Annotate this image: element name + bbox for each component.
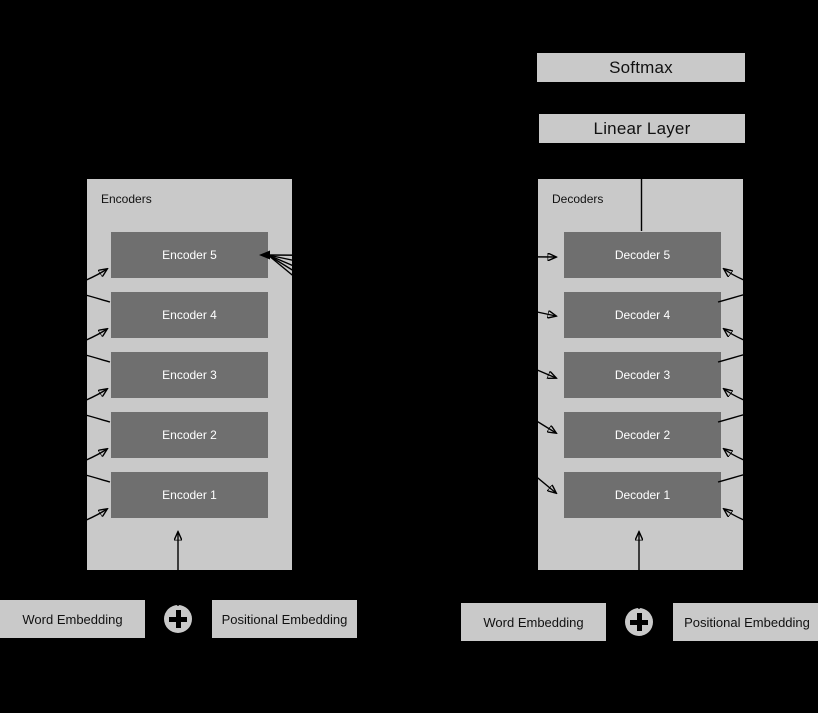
- decoder-2-label: Decoder 2: [614, 428, 671, 442]
- decoder-1-label: Decoder 1: [614, 488, 671, 502]
- encoders-group-label: Encoders: [101, 192, 152, 206]
- decoder-4-label: Decoder 4: [614, 308, 671, 322]
- encoder-5-label: Encoder 5: [162, 248, 217, 262]
- linear-layer-label: Linear Layer: [593, 118, 691, 138]
- decoder-2-block: Decoder 2: [564, 412, 721, 458]
- decoders-group-label: Decoders: [552, 192, 604, 206]
- decoder-positional-embedding-label: Positional Embedding: [684, 614, 810, 630]
- encoders-group: Encoders Encoder 5 Encoder 4 Encoder 3 E…: [87, 179, 292, 570]
- decoder-word-embedding-box: Word Embedding: [461, 603, 606, 641]
- decoder-1-block: Decoder 1: [564, 472, 721, 518]
- encoder-positional-embedding-box: Positional Embedding: [212, 600, 357, 638]
- encoder-word-embedding-label: Word Embedding: [22, 611, 123, 627]
- encoder-3-label: Encoder 3: [162, 368, 217, 382]
- encoder-2-label: Encoder 2: [162, 428, 217, 442]
- encoder-1-label: Encoder 1: [162, 488, 217, 502]
- encoder-3-block: Encoder 3: [111, 352, 268, 398]
- plus-icon: [625, 608, 653, 636]
- encoder-1-block: Encoder 1: [111, 472, 268, 518]
- decoder-3-block: Decoder 3: [564, 352, 721, 398]
- linear-layer-box: Linear Layer: [539, 114, 745, 143]
- encoder-4-block: Encoder 4: [111, 292, 268, 338]
- encoder-decoder-attention-lines: [259, 250, 556, 494]
- encoder-5-block: Encoder 5: [111, 232, 268, 278]
- encoder-positional-embedding-label: Positional Embedding: [221, 611, 348, 627]
- decoder-positional-embedding-box: Positional Embedding: [673, 603, 818, 641]
- encoder-word-embedding-box: Word Embedding: [0, 600, 145, 638]
- decoder-word-embedding-label: Word Embedding: [483, 614, 584, 630]
- softmax-label: Softmax: [609, 57, 673, 77]
- decoder-5-label: Decoder 5: [614, 248, 671, 262]
- decoder-5-block: Decoder 5: [564, 232, 721, 278]
- encoder-2-block: Encoder 2: [111, 412, 268, 458]
- decoder-3-label: Decoder 3: [614, 368, 671, 382]
- decoder-4-block: Decoder 4: [564, 292, 721, 338]
- plus-icon: [164, 605, 192, 633]
- softmax-box: Softmax: [537, 53, 745, 82]
- encoder-4-label: Encoder 4: [162, 308, 217, 322]
- decoders-group: Decoders Decoder 5 Decoder 4 Decoder 3 D…: [538, 179, 743, 570]
